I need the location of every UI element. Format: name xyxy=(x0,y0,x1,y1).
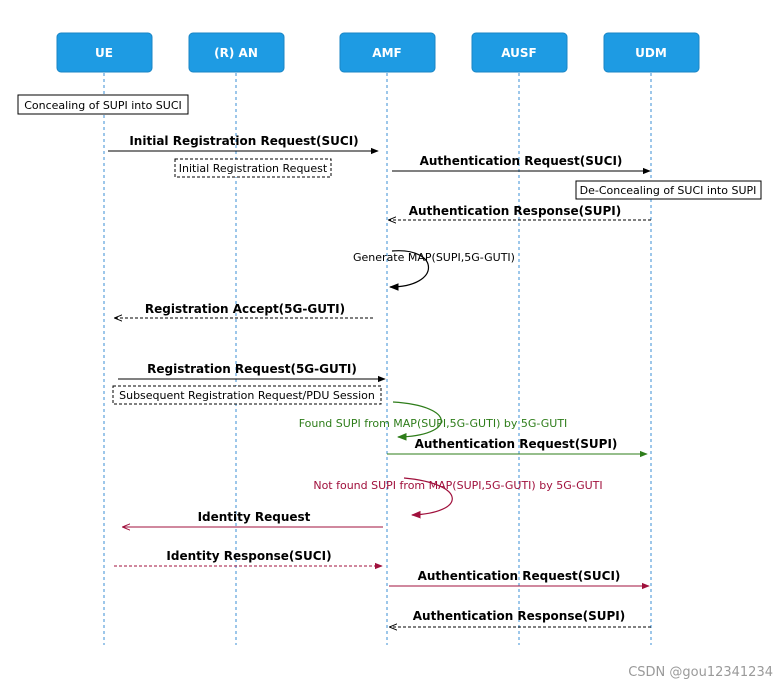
message-auth-response-supi: Authentication Response(SUPI) xyxy=(389,204,651,220)
message-label: Identity Response(SUCI) xyxy=(166,549,331,563)
message-registration-accept: Registration Accept(5G-GUTI) xyxy=(115,302,373,318)
message-label: Authentication Request(SUCI) xyxy=(420,154,623,168)
actor-ran: (R) AN xyxy=(188,32,285,73)
actor-label: AUSF xyxy=(501,46,537,60)
note-concealing: Concealing of SUPI into SUCI xyxy=(17,94,189,115)
message-identity-request: Identity Request xyxy=(123,510,383,527)
self-call-found-supi: Found SUPI from MAP(SUPI,5G-GUTI) by 5G-… xyxy=(299,401,568,441)
message-label: Authentication Response(SUPI) xyxy=(413,609,625,623)
note-deconcealing: De-Concealing of SUCI into SUPI xyxy=(575,180,762,200)
note-text: Subsequent Registration Request/PDU Sess… xyxy=(119,389,375,402)
actor-label: UE xyxy=(95,46,113,60)
message-label: Initial Registration Request(SUCI) xyxy=(129,134,358,148)
message-label: Authentication Response(SUPI) xyxy=(409,204,621,218)
note-subsequent-registration: Subsequent Registration Request/PDU Sess… xyxy=(112,385,382,405)
actor-udm: UDM xyxy=(603,32,700,73)
message-auth-response-supi-2: Authentication Response(SUPI) xyxy=(390,609,651,627)
message-label: Identity Request xyxy=(198,510,311,524)
message-auth-request-supi: Authentication Request(SUPI) xyxy=(387,437,648,458)
message-auth-request-suci-2: Authentication Request(SUCI) xyxy=(389,569,650,590)
actor-ausf: AUSF xyxy=(471,32,568,73)
message-label: Authentication Request(SUPI) xyxy=(415,437,618,451)
actor-label: UDM xyxy=(635,46,667,60)
self-call-label: Not found SUPI from MAP(SUPI,5G-GUTI) by… xyxy=(313,479,602,492)
note-text: Concealing of SUPI into SUCI xyxy=(24,99,182,112)
actor-ue: UE xyxy=(56,32,153,73)
actor-label: (R) AN xyxy=(214,46,258,60)
self-call-label: Generate MAP(SUPI,5G-GUTI) xyxy=(353,251,515,264)
watermark: CSDN @gou12341234 xyxy=(628,665,773,680)
note-text: De-Concealing of SUCI into SUPI xyxy=(580,184,757,197)
actor-amf: AMF xyxy=(339,32,436,73)
message-label: Registration Accept(5G-GUTI) xyxy=(145,302,345,316)
actor-label: AMF xyxy=(372,46,401,60)
self-call-label: Found SUPI from MAP(SUPI,5G-GUTI) by 5G-… xyxy=(299,417,568,430)
message-label: Registration Request(5G-GUTI) xyxy=(147,362,357,376)
message-label: Authentication Request(SUCI) xyxy=(418,569,621,583)
message-initial-registration: Initial Registration Request(SUCI) xyxy=(108,134,379,155)
message-registration-request: Registration Request(5G-GUTI) xyxy=(118,362,386,383)
message-identity-response: Identity Response(SUCI) xyxy=(114,549,383,570)
note-initial-registration: Initial Registration Request xyxy=(174,158,332,178)
message-auth-request-suci: Authentication Request(SUCI) xyxy=(392,154,651,175)
self-call-generate-map: Generate MAP(SUPI,5G-GUTI) xyxy=(353,250,515,291)
self-call-not-found-supi: Not found SUPI from MAP(SUPI,5G-GUTI) by… xyxy=(313,477,603,519)
lifelines xyxy=(103,73,652,645)
note-text: Initial Registration Request xyxy=(179,162,328,175)
